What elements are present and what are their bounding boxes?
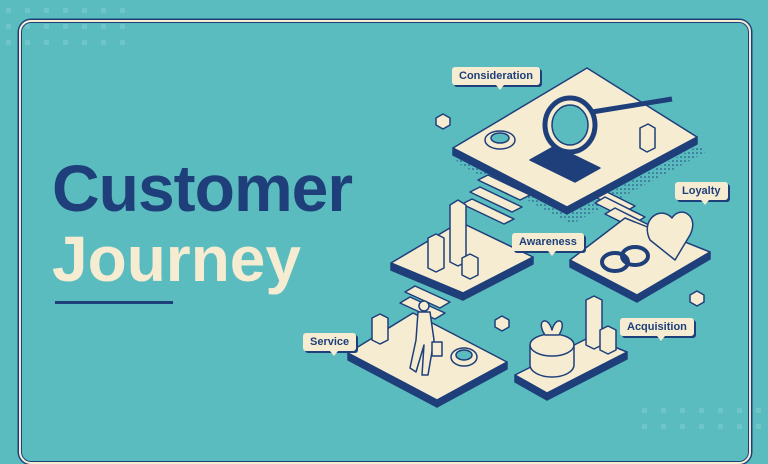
- platform-consideration: [452, 67, 698, 215]
- label-consideration: Consideration: [452, 67, 540, 90]
- title-underline: [55, 301, 173, 304]
- decorative-dot-grid: [642, 408, 764, 429]
- platform-acquisition: [514, 295, 628, 401]
- title-customer: Customer: [52, 151, 353, 225]
- decorative-dot-grid: [6, 8, 128, 45]
- title-journey: Journey: [52, 223, 301, 295]
- platform-service: [347, 300, 508, 408]
- floating-cubes: [435, 113, 705, 332]
- label-acquisition: Acquisition: [620, 318, 694, 341]
- label-service: Service: [303, 333, 357, 356]
- platform-loyalty: [569, 211, 711, 303]
- label-loyalty: Loyalty: [675, 182, 728, 205]
- isometric-journey-illustration: [347, 67, 711, 408]
- platform-awareness: [390, 199, 534, 301]
- label-awareness: Awareness: [512, 233, 584, 256]
